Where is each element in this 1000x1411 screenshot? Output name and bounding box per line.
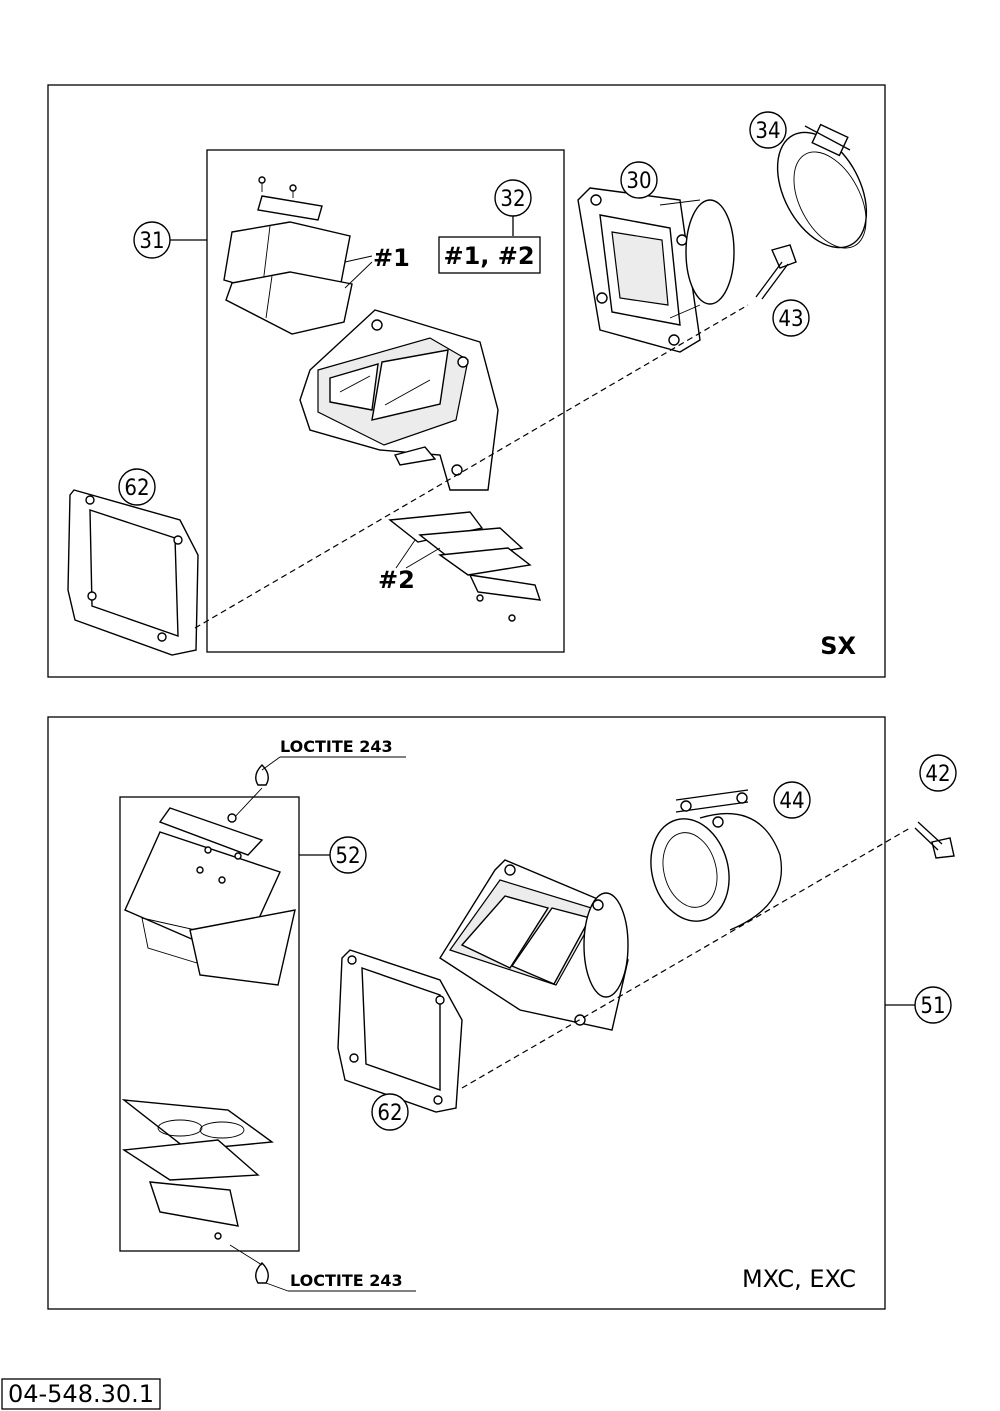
loctite-drop-icon-2 — [255, 1262, 269, 1284]
assembly-line-exc — [461, 827, 911, 1089]
callout-62-bottom: 62 — [371, 1093, 409, 1131]
gasket-62-sx — [67, 489, 199, 656]
reed-label-1-group: #1 — [344, 244, 410, 289]
model-label-mxc-exc: MXC, EXC — [742, 1265, 856, 1293]
reed-valve-body-sx — [299, 309, 499, 491]
reed-stop-plate-sx — [257, 195, 323, 221]
svg-text:52: 52 — [335, 844, 360, 869]
callout-51: 51 — [885, 986, 952, 1024]
drawing-number-box — [1, 1378, 161, 1410]
kit-label: #1, #2 — [443, 242, 534, 270]
callout-34: 34 — [749, 111, 787, 149]
loctite-top-label: LOCTITE 243 — [280, 737, 393, 756]
loctite-bottom-label: LOCTITE 243 — [290, 1271, 403, 1290]
callout-30: 30 — [620, 161, 658, 199]
intake-boot-exc — [650, 789, 782, 931]
gasket-62-exc — [337, 949, 463, 1113]
callout-43: 43 — [772, 299, 810, 337]
panel-mxc-exc-frame — [47, 716, 886, 1310]
reed-kit-box-sx — [206, 149, 565, 653]
svg-text:51: 51 — [920, 994, 945, 1019]
reed-valve-body-exc — [439, 859, 629, 1031]
svg-text:31: 31 — [139, 229, 164, 254]
reed-screws-top-sx — [258, 176, 297, 198]
panel-sx-frame — [47, 84, 886, 678]
svg-text:32: 32 — [500, 187, 525, 212]
hose-clamp-sx — [776, 123, 868, 249]
reed-petals-2-sx — [388, 511, 542, 622]
kit-label-box — [438, 236, 541, 274]
callout-42: 42 — [919, 754, 957, 792]
svg-text:62: 62 — [124, 476, 149, 501]
callout-62-top: 62 — [118, 468, 156, 506]
svg-text:30: 30 — [626, 169, 651, 194]
model-label-sx: SX — [820, 632, 856, 660]
callout-52: 52 — [299, 836, 367, 874]
loctite-top-group: LOCTITE 243 — [231, 737, 406, 821]
screw-42-exc — [914, 821, 955, 859]
loctite-bottom-group: LOCTITE 243 — [229, 1244, 416, 1292]
callout-32: 32 — [494, 179, 532, 236]
screw-43-sx — [755, 244, 797, 300]
reed-petals-1-sx — [223, 221, 353, 335]
reed-label-1: #1 — [373, 244, 410, 272]
reed-label-2-group: #2 — [378, 539, 441, 594]
loctite-drop-icon — [255, 764, 269, 786]
reed-kit-box-exc — [119, 796, 300, 1252]
reed-plates-exc-lower — [121, 1099, 274, 1240]
assembly-line-sx — [194, 304, 749, 629]
reed-plates-exc-upper — [124, 807, 296, 986]
reed-label-2: #2 — [378, 566, 415, 594]
svg-text:42: 42 — [925, 762, 950, 787]
svg-text:44: 44 — [779, 789, 804, 814]
drawing-number: 04-548.30.1 — [8, 1380, 154, 1408]
intake-flange-sx — [577, 187, 735, 353]
svg-text:43: 43 — [778, 307, 803, 332]
callout-31: 31 — [133, 221, 207, 259]
callout-44: 44 — [773, 781, 811, 819]
svg-text:62: 62 — [377, 1101, 402, 1126]
svg-text:34: 34 — [755, 119, 780, 144]
